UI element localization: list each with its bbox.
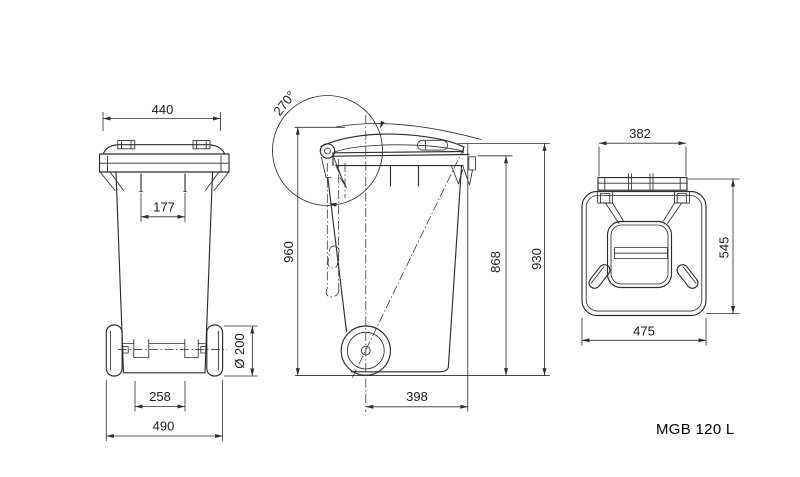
top-lid bbox=[606, 220, 673, 289]
front-view: 440 177 Ø 200 258 490 bbox=[98, 102, 258, 441]
side-rim-height-dimension: 868 bbox=[477, 155, 513, 376]
front-lid-width-dimension: 440 bbox=[102, 102, 221, 131]
side-total-height-dimension: 930 bbox=[458, 143, 550, 376]
top-depth-dimension: 545 bbox=[688, 178, 740, 314]
top-body bbox=[581, 190, 707, 317]
sheet-title: MGB 120 L bbox=[656, 421, 735, 438]
top-comb-bar bbox=[597, 173, 688, 191]
front-wheel-left bbox=[105, 324, 123, 377]
side-tilt-centerline bbox=[351, 146, 465, 380]
front-wheel-right bbox=[206, 324, 224, 377]
front-comb-width-dimension: 177 bbox=[140, 193, 186, 222]
top-view: 382 545 475 bbox=[581, 126, 740, 346]
top-depth-label: 545 bbox=[717, 237, 732, 259]
side-rim-height-label: 868 bbox=[488, 251, 503, 273]
front-overall-width-dimension: 490 bbox=[105, 380, 223, 441]
front-wheelbase-label: 258 bbox=[149, 389, 171, 404]
front-lid-width-label: 440 bbox=[152, 102, 174, 117]
top-body-width-label: 475 bbox=[633, 324, 655, 339]
front-wheel-diameter-label: Ø 200 bbox=[232, 333, 247, 368]
side-open-lid-height-dimension: 960 bbox=[281, 126, 345, 376]
side-open-lid-height-label: 960 bbox=[281, 241, 296, 263]
front-body bbox=[115, 171, 227, 374]
top-comb-width-label: 382 bbox=[629, 126, 651, 141]
side-lid-angle-label: 270° bbox=[270, 88, 298, 118]
top-comb-width-dimension: 382 bbox=[598, 126, 687, 177]
top-wheel-left bbox=[588, 264, 611, 289]
front-overall-width-label: 490 bbox=[153, 419, 175, 434]
side-open-lid-ghost bbox=[325, 159, 346, 298]
front-comb-width-label: 177 bbox=[153, 200, 175, 215]
front-comb-bars bbox=[139, 173, 187, 193]
front-rim bbox=[98, 153, 230, 173]
side-axle-to-front-label: 398 bbox=[406, 389, 428, 404]
front-shoulder-flaps bbox=[100, 172, 229, 191]
side-lid bbox=[320, 133, 465, 154]
side-lid-swing-arc: 270° bbox=[270, 88, 482, 207]
front-wheel-diameter-dimension: Ø 200 bbox=[224, 325, 258, 377]
side-rim bbox=[332, 152, 476, 187]
side-body bbox=[327, 165, 463, 373]
side-hinge bbox=[319, 143, 347, 188]
top-body-width-dimension: 475 bbox=[581, 318, 707, 346]
side-total-height-label: 930 bbox=[529, 248, 544, 270]
top-wheel-right bbox=[676, 264, 699, 289]
side-axle-to-front-dimension: 398 bbox=[365, 143, 469, 412]
side-view: 270° bbox=[270, 88, 550, 412]
front-lid bbox=[102, 140, 226, 155]
top-hinge-lugs bbox=[597, 191, 690, 224]
front-wheelbase-dimension: 258 bbox=[134, 381, 186, 412]
